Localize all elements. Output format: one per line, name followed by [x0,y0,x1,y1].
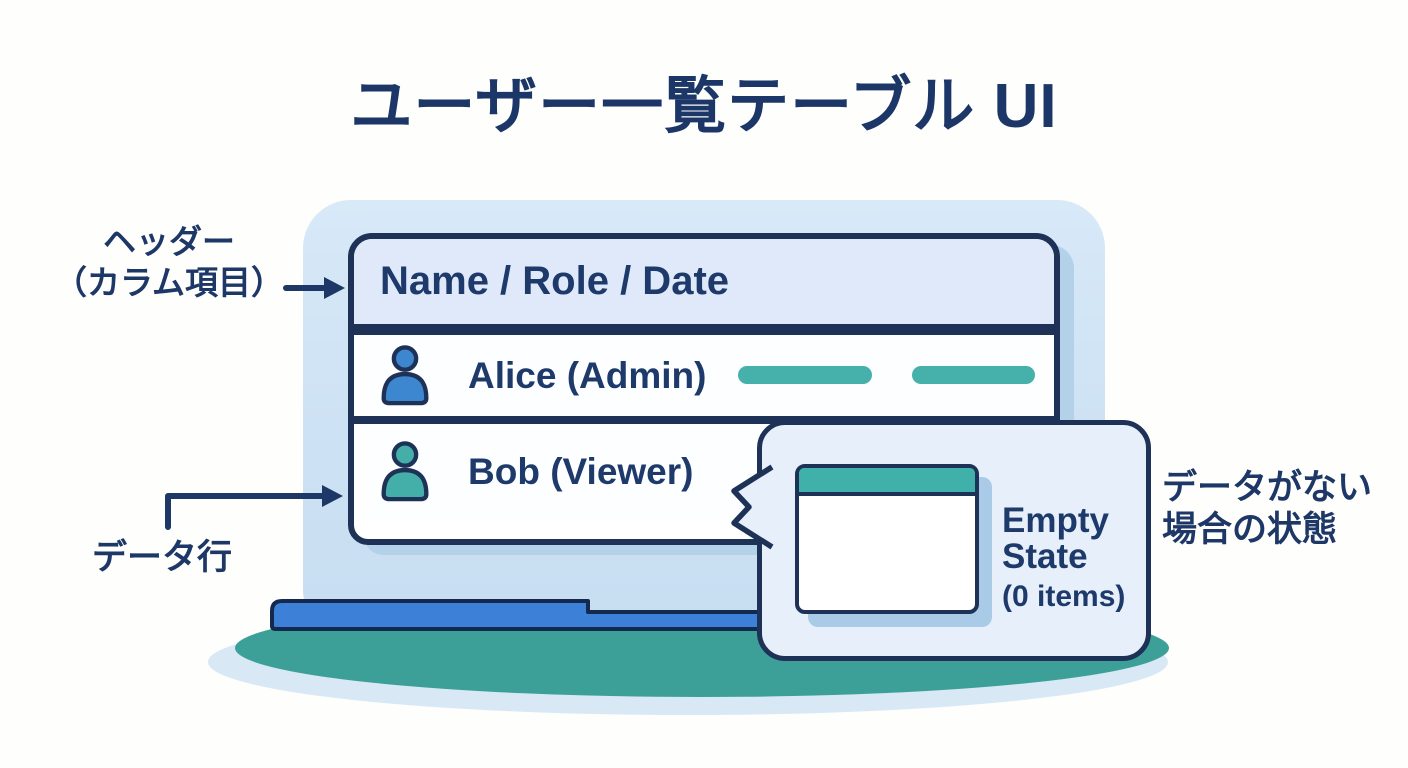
annotation-empty-label: データがない 場合の状態 [1162,467,1372,551]
users-table: Name / Role / Date Alice (Admin) Bob (Vi… [348,233,1060,545]
page-title: ユーザー一覧テーブル UI [350,72,1058,141]
row-name: Alice (Admin) [468,354,707,396]
role-pill [738,366,872,384]
user-icon-body [381,371,429,405]
window-titlebar [799,468,975,496]
user-icon-head [391,344,419,372]
user-icon-body [381,467,429,502]
empty-state-count: (0 items) [1002,580,1126,614]
empty-state-text: Empty State (0 items) [1002,503,1125,614]
table-header: Name / Role / Date [354,239,1054,335]
table-row-alice: Alice (Admin) [354,335,1054,424]
annotation-empty-line1: データがない [1162,468,1373,507]
annotation-header-line2: （カラム項目） [53,263,284,301]
date-pill [912,366,1035,384]
row-name: Bob (Viewer) [468,451,694,492]
annotation-datarow-label: データ行 [92,538,233,577]
annotation-header-line1: ヘッダー [103,223,235,260]
callout-tail [731,464,774,550]
empty-state-title-line2: State [1002,536,1088,576]
annotation-empty-line2: 場合の状態 [1162,510,1338,549]
user-icon-head [391,441,419,468]
user-icon [381,441,429,502]
table-header-label: Name / Role / Date [380,259,730,303]
empty-state-title-line1: Empty [1002,501,1109,540]
empty-window-illustration [795,464,979,614]
annotation-header-label: ヘッダー （カラム項目） [52,222,286,304]
empty-state-callout: Empty State (0 items) [731,420,1151,661]
user-icon [381,344,429,405]
callout-tail-shape [731,464,774,550]
